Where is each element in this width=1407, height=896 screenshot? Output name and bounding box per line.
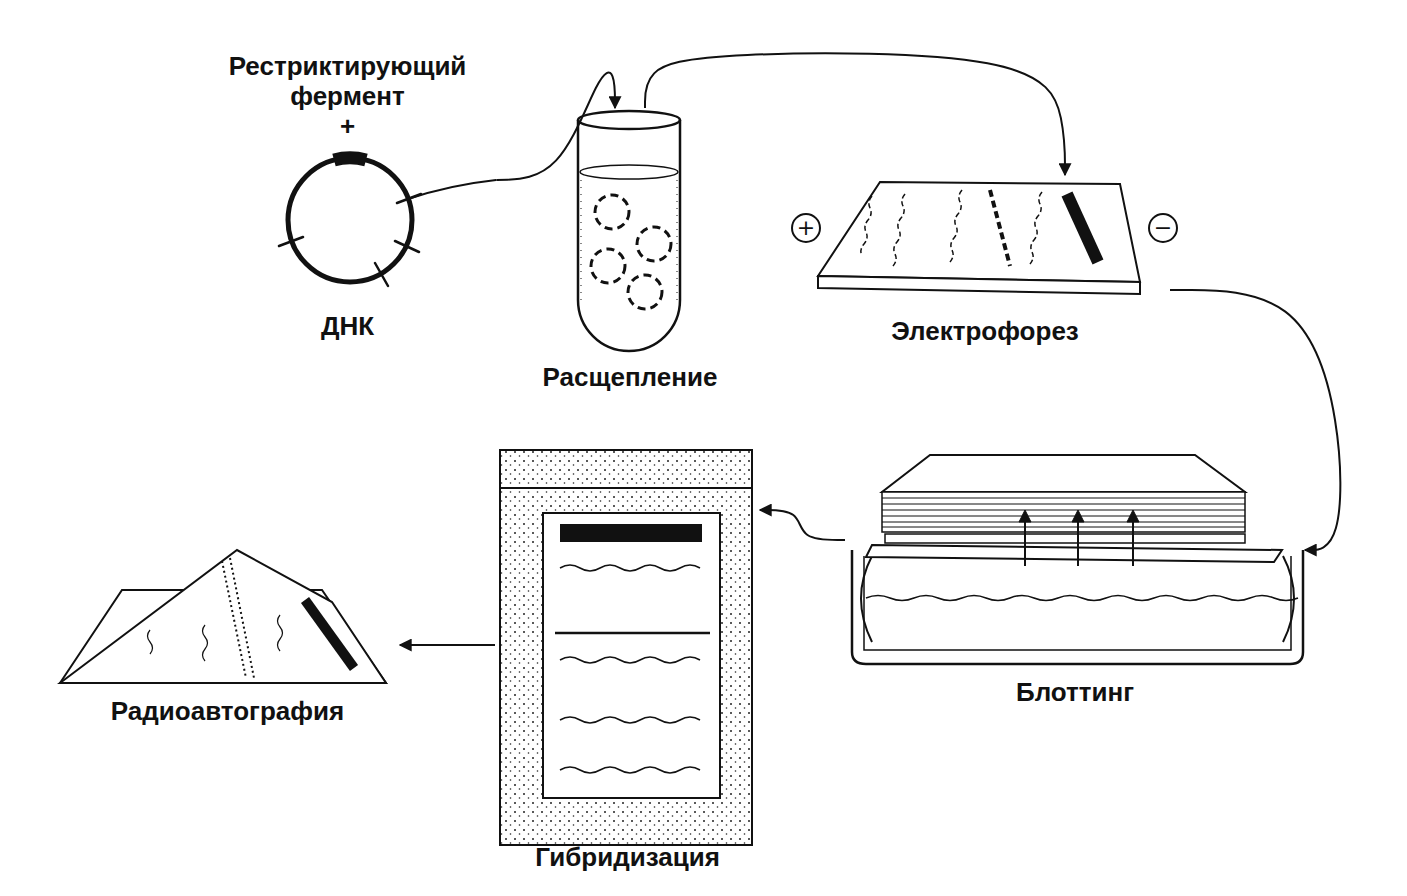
liquid-surface	[580, 165, 678, 179]
liquid-dots	[581, 180, 677, 300]
film-top	[60, 550, 386, 683]
stage-node: Радиоавтография	[55, 545, 400, 727]
bag	[500, 450, 752, 845]
stage-caption: +	[340, 112, 355, 142]
gel-lane	[950, 190, 962, 262]
gel-on-support	[866, 545, 1282, 562]
process-arrow	[645, 53, 1065, 175]
membrane-sheet	[543, 513, 720, 798]
membrane	[885, 534, 1245, 543]
test-tube	[578, 111, 680, 351]
stage-node: Гибридизация	[495, 445, 760, 873]
stage-caption: Рестриктирующий фермент	[202, 52, 493, 112]
stage-node: Рестриктирующий фермент+ ДНК	[198, 52, 497, 342]
stage-caption: Блоттинг	[1016, 678, 1134, 708]
bag-seal	[500, 487, 752, 489]
hybrid-line	[555, 632, 710, 635]
buffer-surface	[866, 596, 1298, 601]
flow-arrowheads	[1019, 510, 1139, 522]
hybridization-bag	[500, 450, 752, 845]
gel	[818, 182, 1140, 294]
stage-caption: ДНК	[321, 312, 374, 342]
stage-node: Расщепление	[535, 108, 725, 393]
paper-layers	[882, 498, 1245, 527]
gel-lane	[893, 194, 905, 266]
wave-row	[560, 565, 700, 571]
gene-segment	[334, 158, 366, 160]
autoradiograph	[60, 550, 386, 683]
tube-rim	[578, 111, 680, 129]
hybrid-band	[560, 524, 702, 542]
film-band	[305, 600, 354, 668]
stage-caption: Радиоавтография	[111, 697, 344, 727]
paper-top	[882, 455, 1245, 492]
plasmid-figure	[279, 158, 496, 286]
dna-circle	[288, 158, 412, 282]
stage-caption: Электрофорез	[891, 317, 1079, 347]
fragment	[591, 249, 625, 283]
process-arrow	[400, 644, 495, 646]
wick	[861, 556, 1294, 642]
lead-line	[408, 180, 496, 199]
gel-top	[818, 182, 1140, 282]
restriction-sites	[279, 194, 421, 286]
process-arrow	[1170, 290, 1340, 550]
process-arrow	[760, 510, 845, 540]
gel-lane	[1030, 192, 1042, 264]
stage-node: Блоттинг	[845, 450, 1305, 708]
film-lanes	[148, 615, 283, 661]
gel-front	[818, 276, 1140, 294]
process-arrow	[497, 72, 615, 180]
dna-band-lane	[990, 190, 1010, 266]
wave-row	[560, 657, 700, 663]
fragment	[628, 275, 662, 309]
tray	[852, 550, 1303, 664]
stage-caption: Расщепление	[543, 363, 718, 393]
flow-arrows	[1025, 518, 1133, 566]
stage-caption: Гибридизация	[535, 843, 720, 873]
electrode-sign: −	[1148, 213, 1178, 243]
fragment	[595, 195, 629, 229]
dotted-band	[230, 558, 254, 678]
paper-stack	[882, 492, 1245, 532]
tray-inner	[864, 556, 1291, 650]
dna-band	[1067, 194, 1098, 262]
wave-row	[560, 767, 700, 773]
blotting-setup	[852, 455, 1303, 664]
gel-lane	[861, 196, 872, 256]
stage-node: Электрофорез	[800, 175, 1170, 347]
electrode-sign: +	[791, 213, 821, 243]
tube-body	[578, 120, 680, 351]
wave-row	[560, 717, 700, 723]
fragment	[637, 227, 671, 261]
